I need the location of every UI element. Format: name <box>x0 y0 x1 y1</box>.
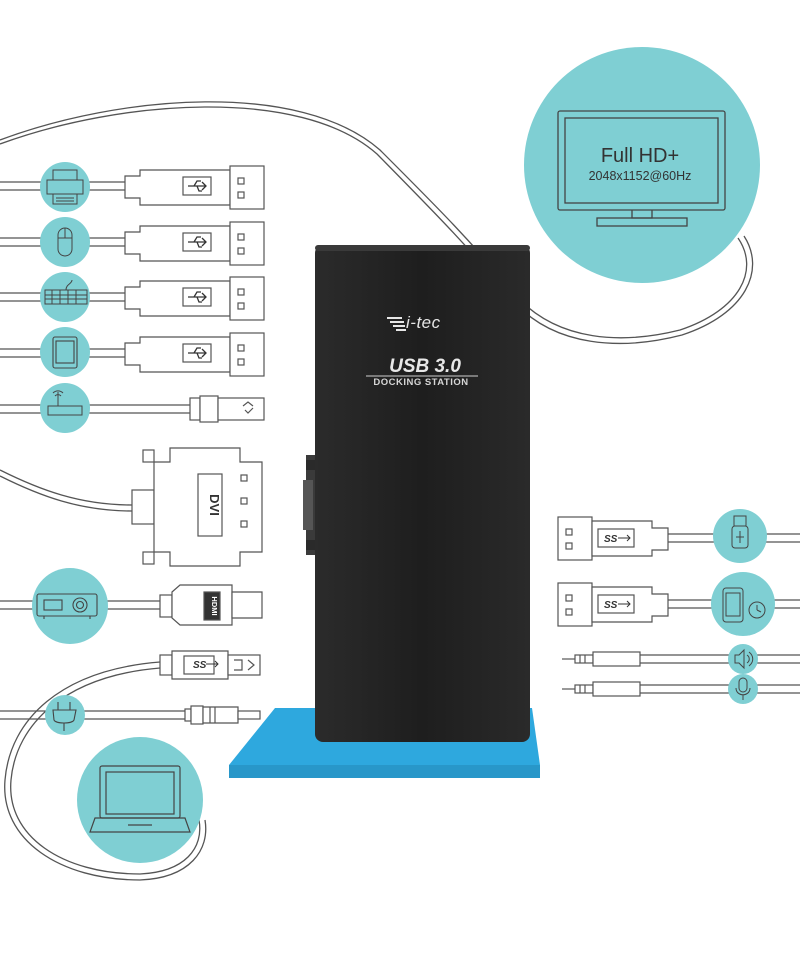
docking-station <box>229 245 540 778</box>
power-plug-icon <box>45 695 85 735</box>
dock-subtitle: DOCKING STATION <box>373 377 469 388</box>
keyboard-icon <box>40 272 90 322</box>
monitor-circle <box>524 47 760 283</box>
brand-logo-icon <box>387 317 406 331</box>
monitor-resolution: 2048x1152@60Hz <box>588 169 692 183</box>
usb3-symbols <box>206 534 631 668</box>
usb-plug <box>124 332 265 377</box>
mouse-icon <box>40 217 90 267</box>
flash-drive-icon <box>713 509 767 563</box>
usb3-label: SS <box>193 660 207 671</box>
usb-symbols <box>188 180 207 359</box>
microphone-icon <box>728 674 758 704</box>
usb3-label: SS <box>604 534 618 545</box>
audio-jack <box>562 651 641 667</box>
tablet-icon <box>40 327 90 377</box>
ethernet-plug <box>189 395 265 423</box>
monitor-title: Full HD+ <box>600 145 680 167</box>
usb-plug <box>124 221 265 266</box>
dvi-cable <box>0 469 133 512</box>
hdmi-plug <box>159 584 263 626</box>
dvi-plug <box>131 447 263 567</box>
phone-icon <box>711 572 775 636</box>
audio-jack <box>562 681 641 697</box>
usb3-b-plug <box>159 650 261 680</box>
dvi-label: DVI <box>207 494 222 516</box>
audio-jacks <box>562 651 641 697</box>
dock-title: USB 3.0 <box>389 356 461 377</box>
hdmi-label: HDMI <box>210 596 219 615</box>
usb-plugs-left <box>124 165 265 377</box>
usb-plug <box>124 276 265 321</box>
usb3-label: SS <box>604 600 618 611</box>
projector-icon <box>32 568 108 644</box>
monitor-icon <box>557 110 726 227</box>
router-icon <box>40 383 90 433</box>
left-cables <box>0 181 190 720</box>
dc-plug <box>184 705 261 725</box>
printer-icon <box>40 162 90 212</box>
laptop-icon <box>77 737 203 863</box>
brand-name: i-tec <box>406 313 441 332</box>
usb-plug <box>124 165 265 210</box>
speaker-icon <box>728 644 758 674</box>
brand-logo: i-tec <box>384 313 474 333</box>
